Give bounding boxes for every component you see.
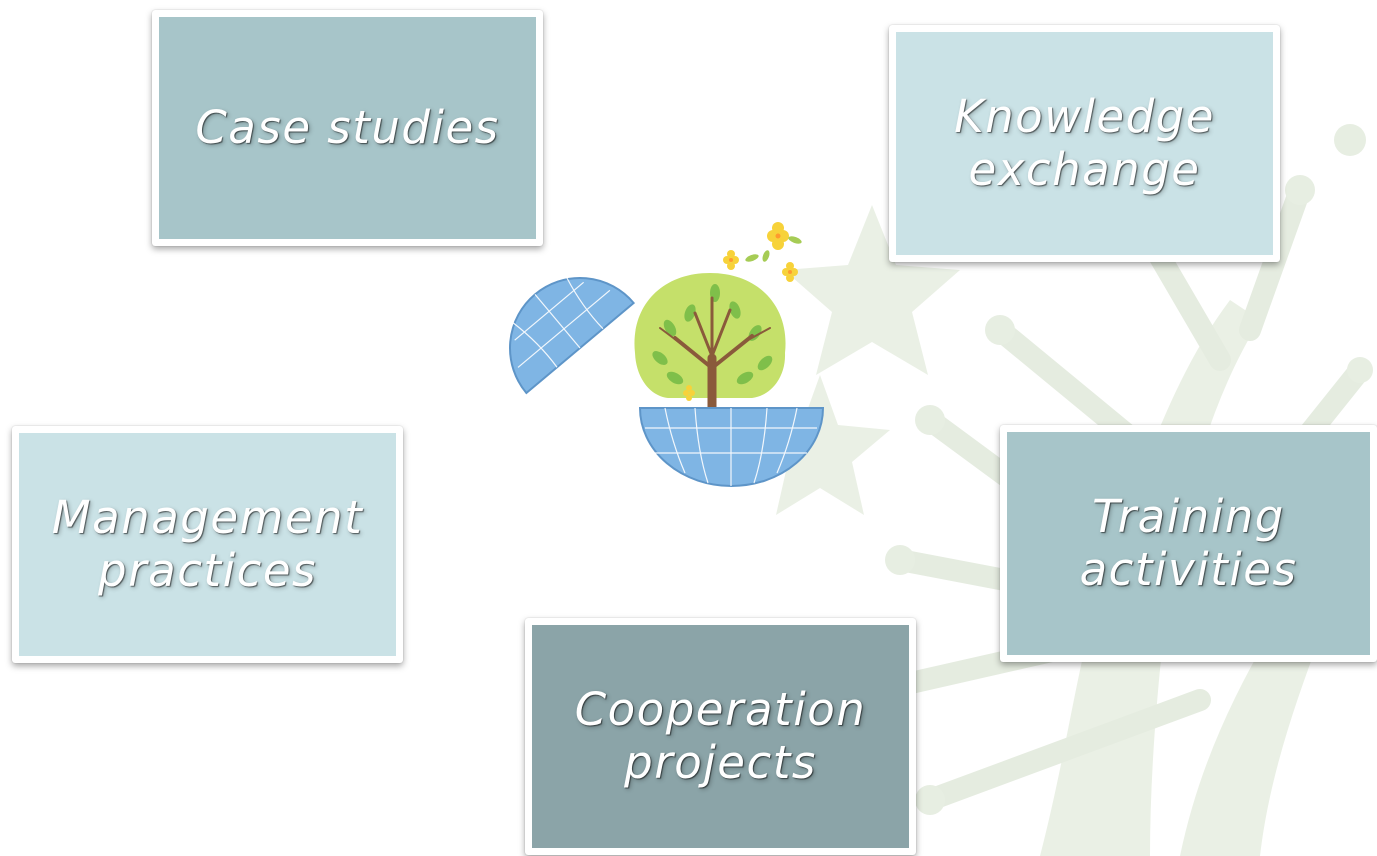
tree-trunk-shape-right: [1180, 600, 1330, 856]
training-activities-box: Training activities: [1000, 425, 1377, 662]
figure-head: [915, 405, 945, 435]
case-studies-fill: Case studies: [159, 17, 536, 239]
globe-tree-icon: [509, 222, 825, 487]
star-shape-lower: [750, 375, 890, 515]
knowledge-exchange-fill: Knowledge exchange: [896, 32, 1273, 255]
figure-head: [885, 545, 915, 575]
case-studies-box: Case studies: [152, 10, 543, 246]
cooperation-projects-label: Cooperation projects: [574, 682, 867, 789]
figure-head: [985, 315, 1015, 345]
figure-head: [1334, 124, 1366, 156]
star-shape-upper: [784, 205, 960, 375]
training-activities-fill: Training activities: [1007, 432, 1370, 655]
figure-head: [1285, 175, 1315, 205]
knowledge-exchange-box: Knowledge exchange: [889, 25, 1280, 262]
left-globe-half: [509, 277, 636, 395]
cooperation-projects-box: Cooperation projects: [525, 618, 916, 855]
training-activities-label: Training activities: [1079, 489, 1298, 596]
tree-crown: [634, 273, 786, 398]
case-studies-label: Case studies: [195, 100, 500, 154]
flower-icon: [683, 222, 798, 401]
knowledge-exchange-label: Knowledge exchange: [954, 89, 1215, 196]
branch-arm: [919, 689, 1211, 811]
management-practices-fill: Management practices: [19, 433, 396, 656]
cooperation-projects-fill: Cooperation projects: [532, 625, 909, 848]
management-practices-box: Management practices: [12, 426, 403, 663]
figure-head: [1347, 357, 1373, 383]
management-practices-label: Management practices: [51, 490, 364, 597]
figure-head: [915, 785, 945, 815]
